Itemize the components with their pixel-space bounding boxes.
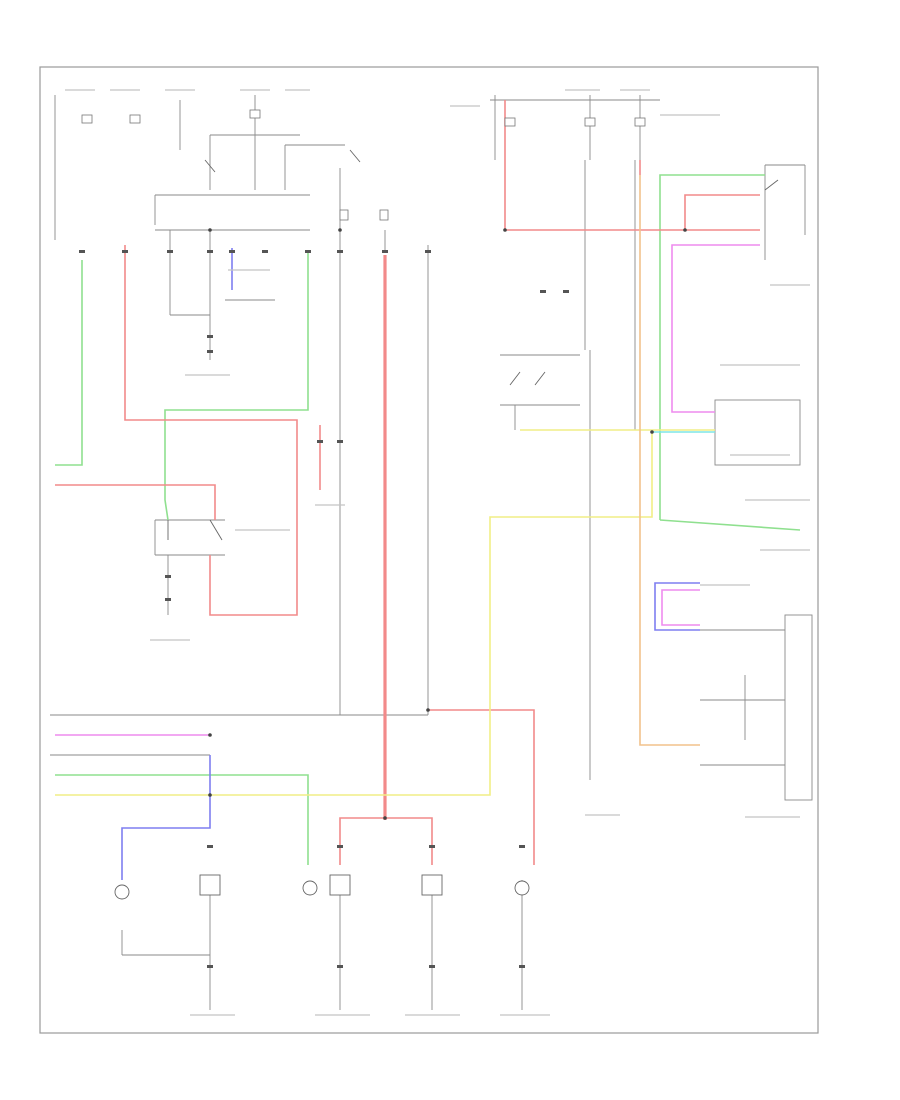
magenta-wires [55, 244, 760, 736]
fuse-symbols [81, 109, 646, 221]
connector-marks [79, 250, 569, 968]
switch-symbols [167, 149, 779, 541]
red-wires [55, 100, 760, 865]
splice-points [208, 228, 687, 820]
component-labels [65, 89, 810, 1016]
black-wires [50, 95, 813, 1010]
blue-wires [121, 248, 700, 880]
orange-wire [639, 175, 700, 746]
green-wires [55, 174, 801, 865]
lamp-symbols [114, 874, 530, 900]
diagram-border [39, 66, 819, 1034]
yellow-wires [55, 429, 715, 796]
